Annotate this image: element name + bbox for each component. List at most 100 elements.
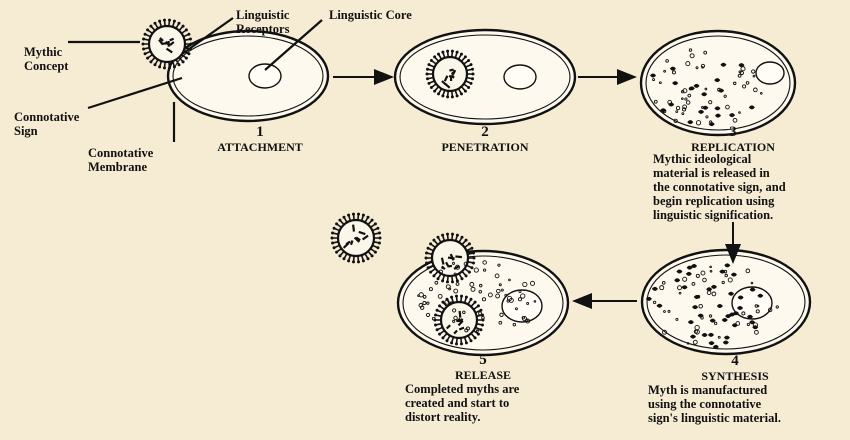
cell-3-material-particle	[740, 66, 746, 72]
virion-budding-spike-tip	[455, 279, 459, 283]
cell-5-material-particle	[465, 326, 470, 331]
cell-3-material	[650, 48, 763, 127]
cell-5-material-particle	[481, 315, 485, 320]
cell-3-material-particle	[682, 107, 687, 112]
cell-5-material-particle	[479, 283, 483, 288]
virion-released-spike-tip	[347, 259, 351, 263]
virion-assembled	[433, 294, 485, 346]
cell-4-material-particle	[709, 265, 712, 269]
cell-4-material-particle	[700, 270, 706, 276]
virion-attaching-spike-tip	[172, 19, 176, 23]
cell-5-material-particle	[482, 260, 487, 265]
cell-4-material-particle	[746, 322, 750, 327]
virion-budding-spike-tip	[441, 279, 445, 283]
cell-3-material-fragment	[714, 78, 721, 83]
virion-attaching-spike-tip	[158, 19, 162, 23]
virion-budding-spike-tip	[426, 246, 430, 250]
virion-attaching	[141, 18, 193, 70]
cell-4-material-fragment	[651, 286, 658, 291]
virion-penetrating-spike-tip	[429, 58, 433, 62]
cell-4-material-fragment	[724, 263, 731, 268]
virion-penetrating-spike-tip	[433, 89, 437, 93]
virion-released-spike-tip	[338, 254, 342, 258]
virion-penetrating-spike-tip	[433, 55, 437, 59]
cell-3-material-particle	[737, 73, 742, 78]
virion-attaching-spike-tip	[189, 42, 193, 46]
step-5-number: 5	[479, 352, 487, 368]
cell-5-material-particle	[417, 294, 420, 297]
cell-3-material-particle	[688, 87, 692, 91]
cell-5-material-particle	[496, 288, 501, 294]
virion-assembled-spike-tip	[464, 295, 468, 299]
cell-4-material-particle	[675, 317, 679, 321]
cell-5-material-particle	[475, 329, 479, 333]
cell-3-material-particle	[662, 109, 667, 114]
cell-4-material	[645, 263, 779, 349]
step-1-number: 1	[256, 124, 264, 140]
virion-penetrating-genome	[443, 75, 449, 82]
virion-released-spike-tip	[370, 218, 374, 222]
cell-4-material-particle	[755, 309, 760, 314]
virion-released-spike-tip	[342, 215, 346, 219]
cell-4-material-particle	[686, 342, 690, 345]
cell-penetration-inner-membrane	[399, 34, 571, 120]
cell-5-material-particle	[425, 312, 431, 318]
cell-4-material-fragment	[757, 293, 764, 298]
cell-3-material-particle	[658, 81, 662, 85]
virion-released-spike-tip	[357, 212, 361, 216]
cell-4-material-particle	[775, 305, 779, 309]
virion-attaching-genome	[159, 37, 164, 42]
cell-4-material-particle	[717, 335, 721, 339]
cell-3-material-fragment	[729, 113, 736, 118]
virion-attaching-genome	[169, 41, 175, 46]
cell-3-material-fragment	[720, 62, 727, 67]
virion-budding-spike-tip	[424, 256, 428, 260]
cell-attachment-outer-membrane	[166, 29, 330, 123]
virion-penetrating-spike-tip	[427, 81, 431, 85]
leader-linguistic-core	[264, 19, 323, 71]
cell-5-material-particle	[498, 320, 503, 325]
virion-penetrating-spike-tip	[471, 72, 475, 76]
virion-budding-spike-tip	[426, 266, 430, 270]
virion-budding-spike-tip	[425, 251, 429, 255]
cell-3-material-particle	[663, 69, 667, 73]
cell-4-material-fragment	[685, 271, 692, 276]
virion-assembled-spike-tip	[469, 339, 473, 343]
virion-penetrating-capsid	[431, 55, 469, 93]
virion-budding-spike-tip	[432, 238, 436, 242]
virion-budding-spike-tip	[467, 270, 471, 274]
cell-5-material-particle	[533, 300, 537, 303]
cell-replication-inner-membrane	[645, 35, 791, 131]
virion-budding-spike-tip	[445, 232, 449, 236]
cell-release-inner-membrane	[402, 255, 564, 351]
cell-3-material-fragment	[714, 113, 721, 118]
step-4-label: 4 SYNTHESIS	[675, 353, 795, 383]
cell-4-material-particle	[695, 273, 700, 278]
virion-budding	[424, 232, 476, 284]
cell-4-material-particle	[741, 311, 746, 316]
virion-released-genome	[358, 230, 366, 236]
virion-released-spike-tip	[378, 236, 382, 240]
virion-budding-spike-tip	[455, 233, 459, 237]
cell-5-material-particle	[487, 292, 493, 298]
cell-3-material-fragment	[702, 105, 709, 110]
cell-4-material-fragment	[681, 285, 688, 290]
virion-budding-spike-tip	[471, 251, 475, 255]
label-connotative-sign: Connotative Sign	[14, 110, 80, 138]
cell-3-material-fragment	[748, 105, 755, 110]
cell-5-material-particle	[499, 312, 504, 317]
virion-released-spike-tip	[331, 241, 335, 245]
cell-5-material-particle	[512, 322, 517, 327]
step-4-caption: Myth is manufactured using the connotati…	[648, 383, 781, 425]
cell-4-material-particle	[708, 314, 713, 318]
virion-penetrating-spikes	[428, 52, 472, 96]
label-mythic-concept: Mythic Concept	[24, 45, 69, 73]
cell-3-material-particle	[745, 81, 750, 85]
cell-3-material-particle	[709, 120, 713, 124]
virion-penetrating-spike-tip	[470, 77, 474, 81]
cell-5-material-particle	[453, 272, 457, 276]
virion-penetrating-spike-tip	[463, 55, 467, 59]
cell-3-material-particle	[685, 100, 691, 105]
step-1-label: 1 ATTACHMENT	[200, 124, 320, 154]
cell-4-material-fragment	[749, 287, 756, 292]
